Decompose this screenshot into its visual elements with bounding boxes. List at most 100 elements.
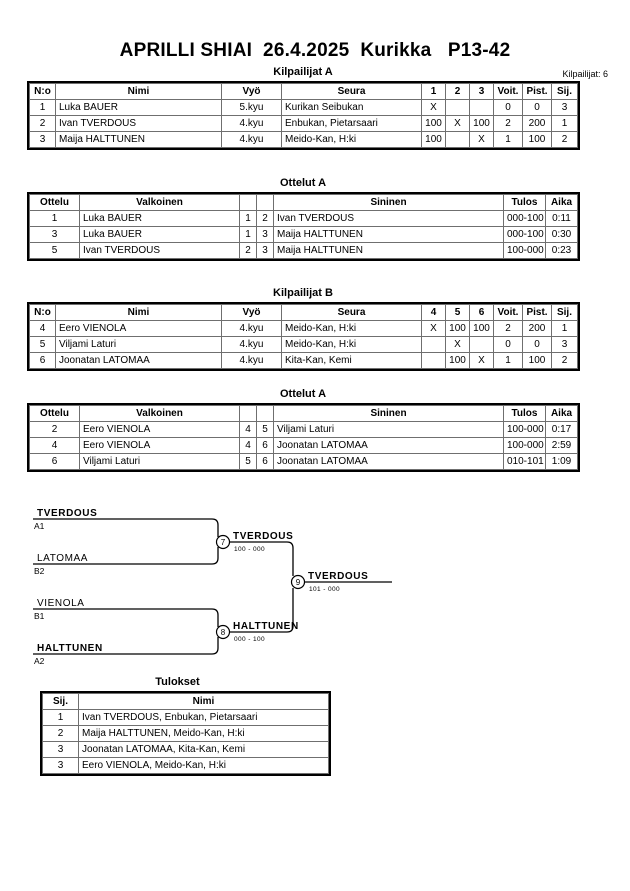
cell-match: 6 bbox=[29, 453, 80, 470]
pool-b-caption: Kilpailijat B bbox=[273, 287, 333, 299]
col-match: Ottelu bbox=[29, 405, 80, 422]
col-rank: Sij. bbox=[42, 693, 79, 710]
col-club: Seura bbox=[281, 83, 422, 100]
table-row: 4 Eero VIENOLA 4.kyu Meido-Kan, H:ki X 1… bbox=[29, 320, 578, 337]
cell-points: 200 bbox=[522, 115, 552, 132]
table-row: 3 Maija HALTTUNEN 4.kyu Meido-Kan, H:ki … bbox=[29, 131, 578, 148]
col-opp-2: 2 bbox=[445, 83, 470, 100]
col-no: N:o bbox=[29, 304, 56, 321]
cell-m3 bbox=[469, 336, 494, 353]
cell-name: Ivan TVERDOUS, Enbukan, Pietarsaari bbox=[78, 709, 329, 726]
cell-blue-no: 6 bbox=[256, 437, 274, 454]
cell-points: 200 bbox=[522, 320, 552, 337]
bracket-line-sf8-bottom bbox=[33, 637, 219, 655]
cell-m1: 100 bbox=[421, 115, 446, 132]
cell-time: 1:09 bbox=[545, 453, 578, 470]
cell-time: 2:59 bbox=[545, 437, 578, 454]
cell-wins: 0 bbox=[493, 99, 523, 116]
cell-blue: Viljami Laturi bbox=[273, 421, 504, 438]
pool-a-section: Kilpailijat A N:o Nimi Vyö Seura 1 2 3 V… bbox=[27, 66, 580, 155]
cell-rank: 3 bbox=[42, 741, 79, 758]
bracket-entry-seed-2: B2 bbox=[34, 566, 45, 576]
cell-m1: 100 bbox=[421, 131, 446, 148]
cell-white-no: 4 bbox=[239, 421, 257, 438]
cell-points: 0 bbox=[522, 99, 552, 116]
cell-belt: 4.kyu bbox=[221, 320, 282, 337]
col-opp-3: 3 bbox=[469, 83, 494, 100]
cell-blue: Ivan TVERDOUS bbox=[273, 210, 504, 227]
pool-a-table-frame: N:o Nimi Vyö Seura 1 2 3 Voit. Pist. Sij… bbox=[27, 81, 580, 150]
col-rank: Sij. bbox=[551, 304, 578, 321]
cell-time: 0:17 bbox=[545, 421, 578, 438]
table-row: 4 Eero VIENOLA 4 6 Joonatan LATOMAA 100-… bbox=[29, 437, 578, 454]
cell-m3 bbox=[469, 99, 494, 116]
cell-name: Viljami Laturi bbox=[55, 336, 222, 353]
cell-club: Meido-Kan, H:ki bbox=[281, 131, 422, 148]
matches-a-caption: Ottelut A bbox=[279, 177, 327, 189]
cell-white: Luka BAUER bbox=[79, 210, 240, 227]
matches-b-table-frame: Ottelu Valkoinen Sininen Tulos Aika 2 Ee… bbox=[27, 403, 580, 472]
cell-points: 100 bbox=[522, 131, 552, 148]
cell-blue: Maija HALTTUNEN bbox=[273, 242, 504, 259]
cell-result: 100-000 bbox=[503, 437, 546, 454]
cell-m2: X bbox=[445, 336, 470, 353]
col-opp-6: 6 bbox=[469, 304, 494, 321]
cell-white-no: 1 bbox=[239, 210, 257, 227]
cell-white-no: 4 bbox=[239, 437, 257, 454]
cell-blue: Joonatan LATOMAA bbox=[273, 437, 504, 454]
entrant-count: Kilpailijat: 6 bbox=[562, 69, 608, 79]
cell-white: Ivan TVERDOUS bbox=[79, 242, 240, 259]
col-blue-no bbox=[256, 194, 274, 211]
cell-time: 0:30 bbox=[545, 226, 578, 243]
cell-white-no: 2 bbox=[239, 242, 257, 259]
bracket-entry-name-2: LATOMAA bbox=[37, 553, 88, 564]
col-name: Nimi bbox=[55, 304, 222, 321]
cell-club: Meido-Kan, H:ki bbox=[281, 336, 422, 353]
results-section: Sij. Nimi 1 Ivan TVERDOUS, Enbukan, Piet… bbox=[40, 691, 331, 781]
table-row: 2 Ivan TVERDOUS 4.kyu Enbukan, Pietarsaa… bbox=[29, 115, 578, 132]
cell-match: 1 bbox=[29, 210, 80, 227]
cell-no: 5 bbox=[29, 336, 56, 353]
cell-name: Ivan TVERDOUS bbox=[55, 115, 222, 132]
cell-white-no: 5 bbox=[239, 453, 257, 470]
col-name: Nimi bbox=[55, 83, 222, 100]
cell-blue-no: 2 bbox=[256, 210, 274, 227]
cell-m1: X bbox=[421, 320, 446, 337]
cell-m2: 100 bbox=[445, 320, 470, 337]
matches-a-header-row: Ottelu Valkoinen Sininen Tulos Aika bbox=[29, 194, 578, 211]
tournament-bracket: 7 8 9 TVERDOUS A1 LATOMAA B2 VIENOLA B1 … bbox=[0, 497, 630, 677]
cell-wins: 1 bbox=[493, 131, 523, 148]
cell-m2: X bbox=[445, 115, 470, 132]
matches-b-caption: Ottelut A bbox=[279, 388, 327, 400]
cell-belt: 4.kyu bbox=[221, 352, 282, 369]
cell-rank: 1 bbox=[551, 115, 578, 132]
table-row: 6 Viljami Laturi 5 6 Joonatan LATOMAA 01… bbox=[29, 453, 578, 470]
cell-wins: 1 bbox=[493, 352, 523, 369]
cell-white-no: 1 bbox=[239, 226, 257, 243]
bracket-line-sf7-top bbox=[33, 518, 219, 537]
bracket-entry-name-4: HALTTUNEN bbox=[37, 643, 103, 654]
table-row: 1 Luka BAUER 5.kyu Kurikan Seibukan X 0 … bbox=[29, 99, 578, 116]
col-white-no bbox=[239, 194, 257, 211]
cell-match: 2 bbox=[29, 421, 80, 438]
cell-points: 0 bbox=[522, 336, 552, 353]
pool-b-table: N:o Nimi Vyö Seura 4 5 6 Voit. Pist. Sij… bbox=[29, 304, 578, 369]
table-row: 3 Luka BAUER 1 3 Maija HALTTUNEN 000-100… bbox=[29, 226, 578, 243]
cell-m3: X bbox=[469, 131, 494, 148]
bracket-entry-seed-4: A2 bbox=[34, 656, 45, 666]
cell-blue: Maija HALTTUNEN bbox=[273, 226, 504, 243]
table-row: 2 Eero VIENOLA 4 5 Viljami Laturi 100-00… bbox=[29, 421, 578, 438]
cell-m1 bbox=[421, 352, 446, 369]
col-no: N:o bbox=[29, 83, 56, 100]
cell-no: 3 bbox=[29, 131, 56, 148]
table-row: 6 Joonatan LATOMAA 4.kyu Kita-Kan, Kemi … bbox=[29, 352, 578, 369]
cell-belt: 4.kyu bbox=[221, 131, 282, 148]
cell-rank: 2 bbox=[551, 352, 578, 369]
cell-blue-no: 6 bbox=[256, 453, 274, 470]
bracket-sf8-winner: HALTTUNEN bbox=[233, 621, 299, 632]
col-white: Valkoinen bbox=[79, 194, 240, 211]
bracket-sf8-score: 000 - 100 bbox=[234, 636, 265, 643]
cell-white: Eero VIENOLA bbox=[79, 437, 240, 454]
cell-wins: 2 bbox=[493, 320, 523, 337]
cell-name: Eero VIENOLA, Meido-Kan, H:ki bbox=[78, 757, 329, 774]
